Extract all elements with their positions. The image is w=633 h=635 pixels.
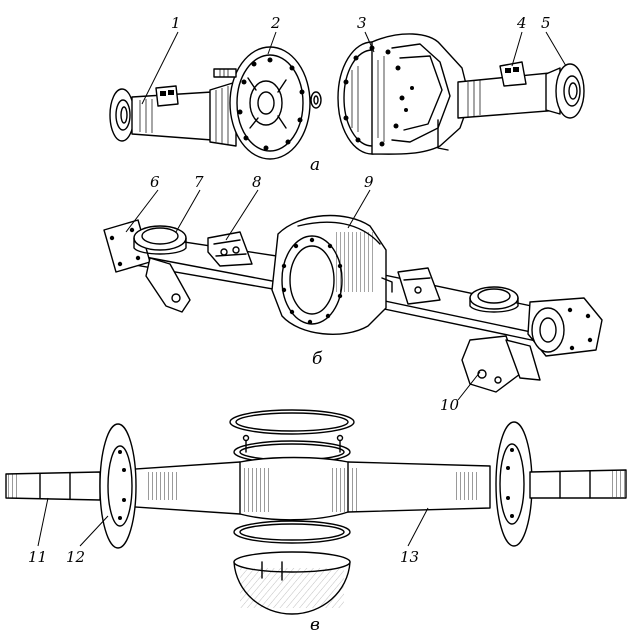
part-b-welded-housing: 6 7 8 9 10 б bbox=[103, 173, 603, 414]
caption-a: а bbox=[310, 155, 320, 175]
callout-4: 4 bbox=[516, 14, 527, 32]
part-c-cast-housing: 11 12 13 в bbox=[5, 409, 627, 635]
right-housing-half bbox=[337, 33, 585, 155]
callout-1: 1 bbox=[171, 14, 181, 32]
callout-12: 12 bbox=[66, 548, 85, 566]
callout-6: 6 bbox=[150, 173, 160, 191]
callout-11: 11 bbox=[28, 548, 47, 566]
caption-b: б bbox=[312, 349, 323, 369]
callout-10: 10 bbox=[440, 396, 460, 414]
left-housing-half bbox=[109, 46, 322, 160]
callout-2: 2 bbox=[270, 14, 281, 32]
callout-3: 3 bbox=[357, 14, 367, 32]
part-a-split-housing: 1 2 3 4 5 а bbox=[109, 14, 585, 175]
callout-8: 8 bbox=[252, 173, 262, 191]
callout-9: 9 bbox=[364, 173, 374, 191]
callout-13: 13 bbox=[400, 548, 419, 566]
callout-5: 5 bbox=[541, 14, 551, 32]
callout-7: 7 bbox=[194, 173, 204, 191]
caption-c: в bbox=[310, 615, 320, 635]
